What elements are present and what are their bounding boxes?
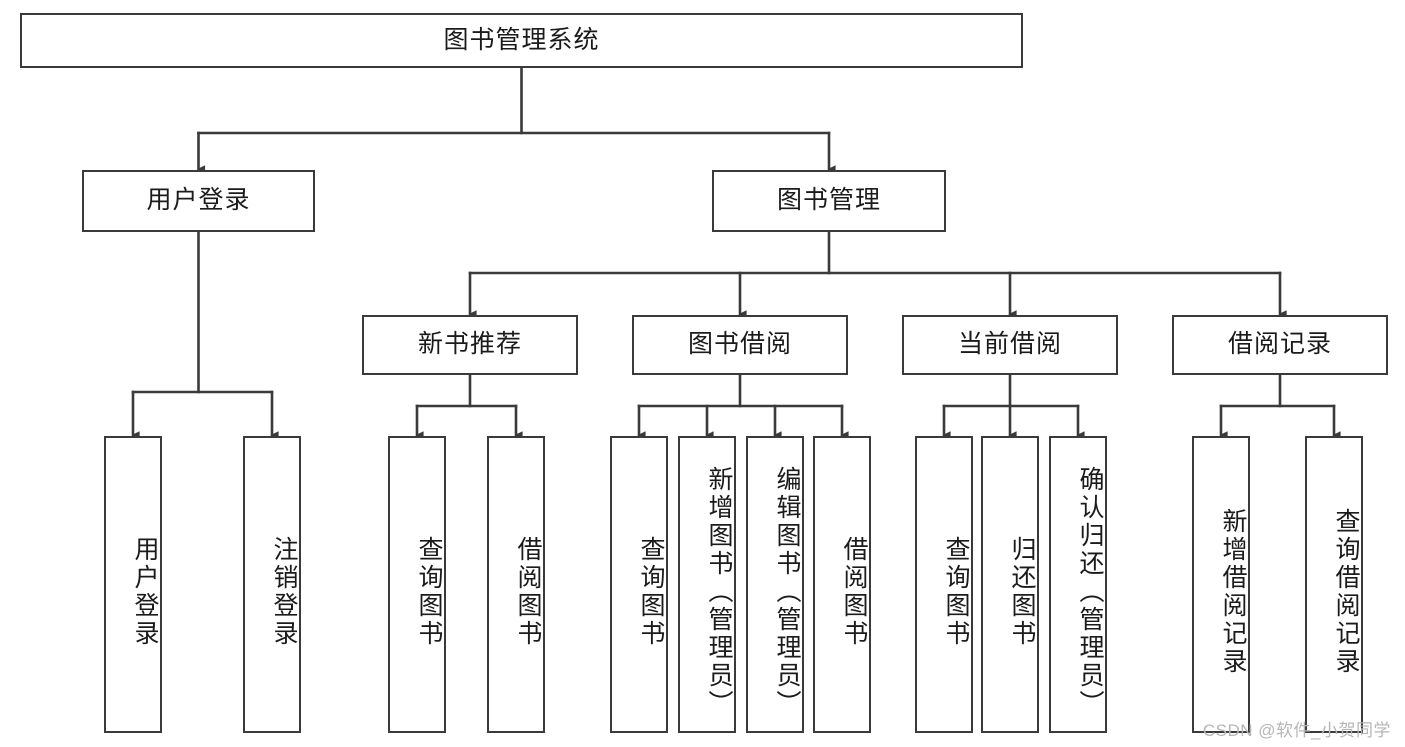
- node-leaf-query-record[interactable]: 查询借阅记录: [1305, 436, 1363, 733]
- node-leaf-borrow-book-1[interactable]: 借阅图书: [487, 436, 545, 733]
- node-leaf-borrow-book-2[interactable]: 借阅图书: [813, 436, 871, 733]
- node-book-management[interactable]: 图书管理: [712, 170, 946, 232]
- node-current-borrow[interactable]: 当前借阅: [902, 315, 1118, 375]
- node-label: 查询图书: [942, 535, 970, 648]
- node-leaf-query-book-1[interactable]: 查询图书: [388, 436, 446, 733]
- node-label: 借阅图书: [840, 535, 868, 648]
- node-label: 归还图书: [1008, 535, 1036, 648]
- node-label: 编辑图书（管理员）: [773, 465, 801, 718]
- node-label: 图书管理: [776, 186, 881, 215]
- node-leaf-edit-book[interactable]: 编辑图书（管理员）: [746, 436, 804, 733]
- node-label: 当前借阅: [957, 330, 1062, 359]
- node-label: 借阅记录: [1227, 330, 1332, 359]
- node-new-book-recommend[interactable]: 新书推荐: [362, 315, 578, 375]
- node-label: 图书管理系统: [443, 25, 600, 54]
- node-label: 用户登录: [131, 535, 159, 648]
- node-leaf-add-record[interactable]: 新增借阅记录: [1192, 436, 1250, 733]
- node-book-borrow[interactable]: 图书借阅: [632, 315, 848, 375]
- node-leaf-add-book[interactable]: 新增图书（管理员）: [678, 436, 736, 733]
- node-label: 用户登录: [146, 186, 251, 215]
- node-leaf-query-book-3[interactable]: 查询图书: [915, 436, 973, 733]
- node-label: 注销登录: [270, 535, 298, 648]
- node-label: 图书借阅: [687, 330, 792, 359]
- node-label: 查询图书: [415, 535, 443, 648]
- csdn-watermark: CSDN @软件_小贺同学: [1202, 721, 1391, 740]
- node-leaf-confirm-return[interactable]: 确认归还（管理员）: [1049, 436, 1107, 733]
- node-label: 查询图书: [637, 535, 665, 648]
- node-label: 查询借阅记录: [1332, 507, 1360, 676]
- node-leaf-query-book-2[interactable]: 查询图书: [610, 436, 668, 733]
- node-label: 新增图书（管理员）: [705, 465, 733, 718]
- node-label: 确认归还（管理员）: [1076, 465, 1104, 718]
- node-user-login[interactable]: 用户登录: [82, 170, 315, 232]
- node-leaf-return-book[interactable]: 归还图书: [981, 436, 1039, 733]
- node-label: 新增借阅记录: [1219, 507, 1247, 676]
- node-leaf-user-login[interactable]: 用户登录: [104, 436, 162, 733]
- node-label: 借阅图书: [514, 535, 542, 648]
- node-leaf-logout[interactable]: 注销登录: [243, 436, 301, 733]
- node-root[interactable]: 图书管理系统: [20, 13, 1023, 68]
- node-label: 新书推荐: [417, 330, 522, 359]
- node-borrow-record[interactable]: 借阅记录: [1172, 315, 1388, 375]
